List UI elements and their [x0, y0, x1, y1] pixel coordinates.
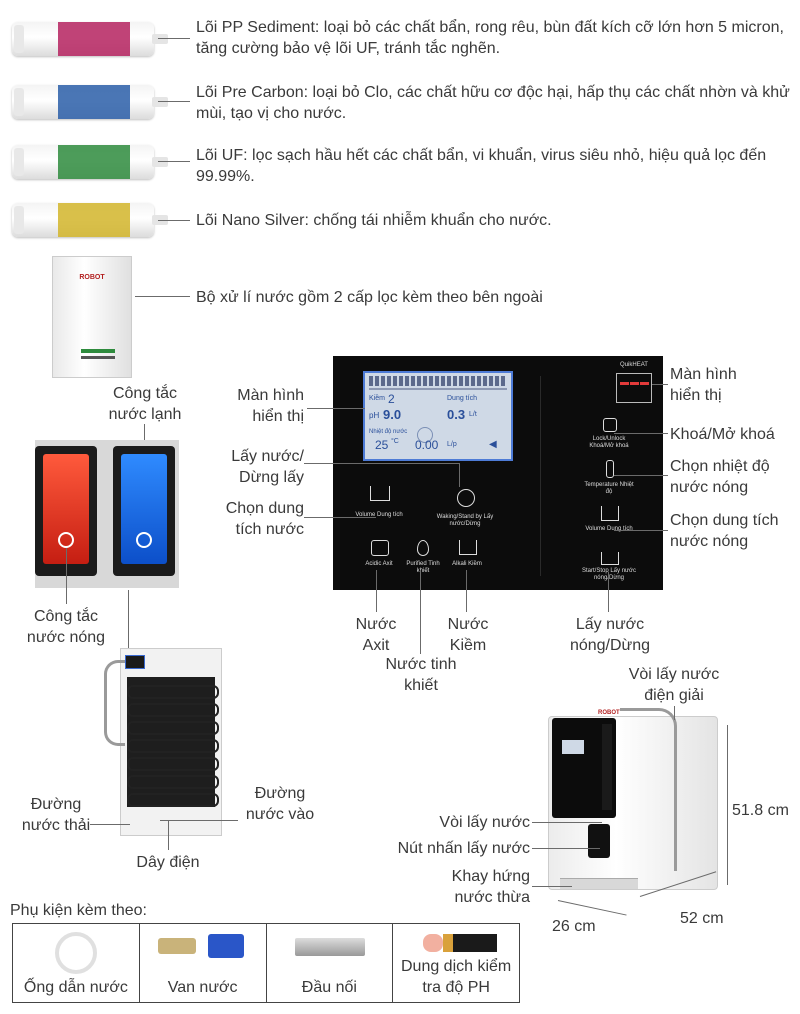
thermometer-icon[interactable] — [606, 460, 614, 478]
filter-description: Lõi Nano Silver: chống tái nhiễm khuẩn c… — [196, 212, 552, 229]
accessory-connector: Đầu nối — [265, 923, 394, 1003]
dimension-width: 26 cm — [552, 918, 596, 935]
machine-robot-logo: ROBOT — [598, 710, 620, 716]
callout-temperature: Chọn nhiệt độ nước nóng — [670, 458, 770, 496]
control-panel: Kiềm 2 Dung tích pH 9.0 0.3 L/t Nhiệt độ… — [333, 356, 663, 590]
quickheat-display — [616, 373, 652, 403]
dimension-height: 51.8 cm — [732, 802, 789, 819]
callout-display-right: Màn hình hiển thị — [670, 366, 737, 404]
accessory-label: Dung dịch kiểm tra độ PH — [400, 958, 512, 996]
dispense-button[interactable] — [588, 824, 610, 858]
dimension-depth: 52 cm — [680, 910, 724, 927]
callout-acid: Nước Axit — [355, 616, 397, 654]
filter-description: Lõi PP Sediment: loại bỏ các chất bẩn, r… — [196, 19, 784, 57]
lcd-level-value: 2 — [388, 392, 395, 406]
power-switches-image — [35, 440, 179, 588]
lcd-level-label: Kiềm — [369, 395, 385, 402]
callout-take-water: Lấy nước/ Dừng lấy — [231, 448, 304, 486]
accessories-title: Phụ kiện kèm theo: — [10, 902, 147, 919]
alkali-button-label: Alkali Kiềm — [452, 561, 482, 567]
electrolyzed-tap-hose — [620, 708, 677, 871]
callout-hot-start: Lấy nước nóng/Dừng — [569, 616, 651, 654]
callout-inlet: Đường nước vào — [245, 785, 315, 823]
connector-icon — [294, 938, 365, 956]
accessory-label: Đầu nối — [301, 979, 357, 996]
accessory-ph-solution: Dung dịch kiểm tra độ PH — [392, 923, 520, 1003]
machine-back-image — [120, 648, 222, 836]
accessory-hose: Ống dẫn nước — [12, 923, 140, 1003]
brass-valve-icon — [157, 938, 196, 954]
lcd-temp-value: 25 — [375, 438, 389, 452]
accessory-label: Ống dẫn nước — [23, 979, 128, 996]
acid-hand-icon[interactable] — [371, 540, 389, 556]
cold-water-switch[interactable] — [113, 446, 175, 576]
callout-electrolyzed-tap: Vòi lấy nước điện giải — [628, 666, 720, 704]
callout-lock: Khoá/Mở khoá — [670, 426, 775, 443]
lcd-capacity-label: Dung tích — [447, 395, 477, 402]
hot-start-icon[interactable] — [601, 552, 619, 565]
start-stop-button-label: Start/Stop Lấy nước nóng/Dừng — [582, 568, 636, 581]
temperature-button-label: Temperature Nhiệt độ — [584, 482, 634, 495]
quickheat-label: QuikHEAT — [620, 362, 648, 368]
filter-cartridge-image — [12, 22, 168, 56]
lcd-volume-value: 0.3 — [447, 407, 466, 422]
robot-logo: ROBOT — [79, 274, 105, 281]
filter-description: Lõi Pre Carbon: loại bỏ Clo, các chất hữ… — [196, 84, 790, 122]
hot-volume-cup-icon[interactable] — [601, 506, 619, 521]
callout-purified: Nước tinh khiết — [385, 656, 457, 694]
callout-tap: Vòi lấy nước — [439, 814, 530, 831]
volume-button-label: Volume Dung tích — [355, 512, 403, 518]
lock-button-label: Lock/Unlock Khoá/Mở khoá — [589, 436, 629, 449]
drip-tray — [560, 878, 638, 889]
purified-drop-icon[interactable] — [417, 540, 429, 556]
solution-bottle-icon — [443, 934, 498, 952]
callout-volume: Chọn dung tích nước — [225, 500, 304, 538]
callout-drain: Đường nước thải — [21, 796, 91, 834]
lcd-display: Kiềm 2 Dung tích pH 9.0 0.3 L/t Nhiệt độ… — [363, 371, 513, 461]
filter-cartridge-image — [12, 85, 168, 119]
lcd-ph-label: pH — [369, 411, 380, 420]
lcd-ph-value: 9.0 — [383, 407, 402, 422]
external-filter-image: ROBOT — [52, 256, 132, 378]
accessory-valve: Van nước — [138, 923, 267, 1003]
blue-valve-icon — [207, 934, 244, 958]
filter-cartridge-image — [12, 203, 168, 237]
callout-tray: Khay hứng nước thừa — [451, 868, 530, 906]
callout-hot-volume: Chọn dung tích nước nóng — [670, 512, 779, 550]
speaker-icon: ◀ — [489, 439, 497, 450]
accessory-label: Van nước — [167, 979, 238, 996]
hot-water-switch[interactable] — [35, 446, 97, 576]
lcd-temp-label: Nhiệt độ nước — [369, 429, 408, 435]
hot-volume-button-label: Volume Dung tích — [585, 526, 633, 532]
power-icon[interactable] — [457, 489, 475, 507]
alkali-cup-icon[interactable] — [459, 540, 477, 555]
callout-button: Nút nhấn lấy nước — [397, 840, 530, 857]
lcd-temp-unit: °C — [391, 438, 399, 445]
callout-cable: Dây điện — [136, 854, 200, 871]
external-filter-description: Bộ xử lí nước gồm 2 cấp lọc kèm theo bên… — [196, 289, 543, 306]
accessories-table: Ống dẫn nước Van nước Đầu nối Dung dịch … — [12, 923, 520, 1003]
lcd-droplet-icon — [417, 427, 433, 443]
hose-coil-icon — [55, 932, 97, 974]
dropper-tip-icon — [423, 934, 444, 952]
lcd-flow-unit: L/p — [447, 441, 457, 448]
lcd-flow-value: 0.00 — [415, 438, 439, 452]
volume-cup-icon[interactable] — [370, 486, 390, 501]
filter-description: Lõi UF: lọc sạch hầu hết các chất bẩn, v… — [196, 147, 767, 185]
callout-display-left: Màn hình hiển thị — [237, 387, 304, 425]
lcd-volume-unit: L/t — [469, 411, 477, 418]
lock-icon[interactable] — [603, 418, 617, 432]
standby-button-label: Waking/Stand by Lấy nước/Dừng — [436, 514, 494, 527]
callout-alkaline: Nước Kiềm — [447, 616, 489, 654]
purified-button-label: Purified Tinh khiết — [406, 561, 440, 574]
callout-cold-switch: Công tắc nước lạnh — [108, 385, 182, 423]
callout-hot-switch: Công tắc nước nóng — [26, 608, 106, 646]
water-hose — [104, 660, 125, 746]
filter-cartridge-image — [12, 145, 168, 179]
acid-button-label: Acidic Axit — [365, 561, 393, 567]
